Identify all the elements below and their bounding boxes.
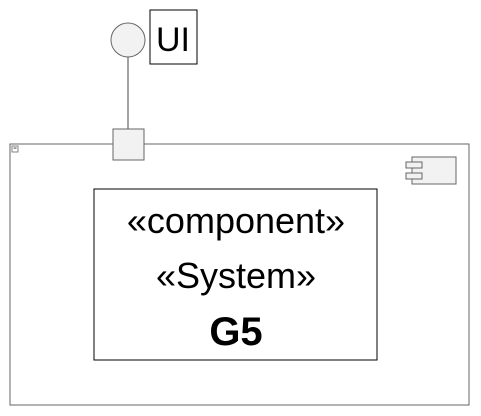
interface-label-box	[149, 9, 198, 65]
component-name: G5	[209, 310, 262, 354]
component-icon	[405, 156, 457, 185]
interface-port[interactable]	[112, 128, 145, 161]
interface-label: UI	[156, 21, 190, 59]
inner-component-box[interactable]	[93, 188, 378, 361]
corner-marker-icon	[11, 145, 19, 153]
interface-circle[interactable]	[110, 22, 146, 58]
component-stereotype: «component»	[127, 200, 345, 241]
system-stereotype: «System»	[156, 255, 316, 296]
